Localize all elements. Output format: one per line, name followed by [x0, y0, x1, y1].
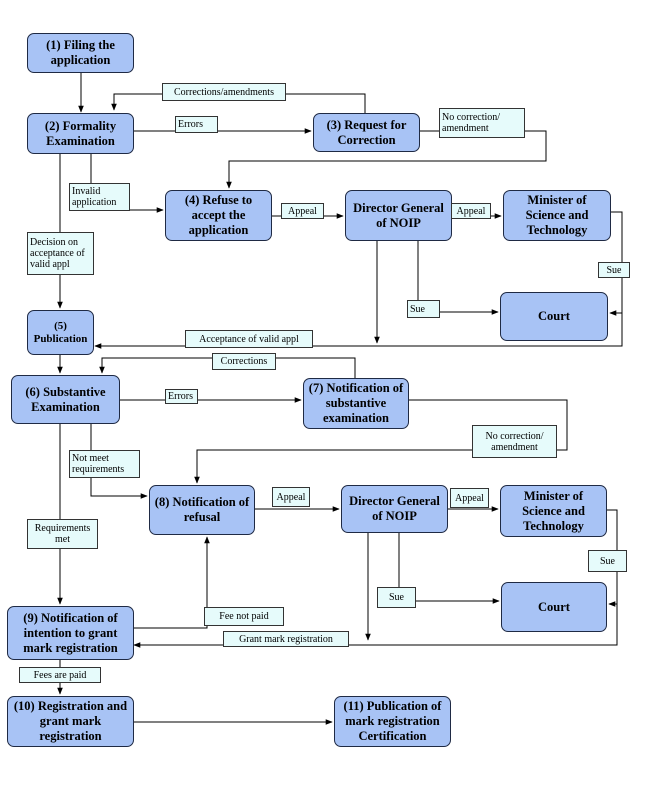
node-refuse-accept: (4) Refuse to accept the application: [165, 190, 272, 241]
edge-notification7-to-refusal: [194, 399, 568, 484]
label-grant-mark-registration: Grant mark registration: [223, 631, 349, 647]
label-acceptance-valid: Acceptance of valid appl: [185, 330, 313, 348]
label-requirements-met: Requirements met: [27, 519, 98, 549]
label-decision-acceptance: Decision on acceptance of valid appl: [27, 232, 94, 275]
label-sue-3: Sue: [588, 550, 627, 572]
label-sue-1: Sue: [598, 262, 630, 278]
label-fee-not-paid: Fee not paid: [204, 607, 284, 626]
edge-intention-to-refusal: [134, 536, 210, 629]
label-sue-2: Sue: [407, 300, 440, 318]
label-not-meet-requirements: Not meet requirements: [69, 450, 140, 478]
node-publication-certification: (11) Publication of mark registration Ce…: [334, 696, 451, 747]
label-appeal-1: Appeal: [281, 203, 324, 219]
edge-substantive-to-refusal: [90, 424, 148, 499]
label-invalid-application: Invalid application: [69, 183, 130, 211]
label-appeal-3: Appeal: [272, 487, 310, 507]
node-intention-grant: (9) Notification of intention to grant m…: [7, 606, 134, 660]
node-notification-refusal: (8) Notification of refusal: [149, 485, 255, 535]
node-request-correction: (3) Request for Correction: [313, 113, 420, 152]
node-substantive-examination: (6) Substantive Examination: [11, 375, 120, 424]
node-minister-2: Minister of Science and Technology: [500, 485, 607, 537]
label-errors-2: Errors: [165, 389, 198, 404]
label-corrections: Corrections: [212, 353, 276, 370]
label-fees-paid: Fees are paid: [19, 667, 101, 683]
label-appeal-4: Appeal: [450, 488, 489, 508]
label-sue-4: Sue: [377, 587, 416, 608]
node-director-general-2: Director General of NOIP: [341, 485, 448, 533]
label-appeal-2: Appeal: [451, 203, 491, 219]
node-filing-application: (1) Filing the application: [27, 33, 134, 73]
node-publication: (5) Publication: [27, 310, 94, 355]
label-no-correction-1: No correction/ amendment: [439, 108, 525, 138]
node-director-general-1: Director General of NOIP: [345, 190, 452, 241]
node-formality-examination: (2) Formality Examination: [27, 113, 134, 154]
node-court-1: Court: [500, 292, 608, 341]
node-notification-substantive: (7) Notification of substantive examinat…: [303, 378, 409, 429]
node-court-2: Court: [501, 582, 607, 632]
label-errors-1: Errors: [175, 116, 218, 133]
label-no-correction-2: No correction/ amendment: [472, 425, 557, 458]
node-minister-1: Minister of Science and Technology: [503, 190, 611, 241]
label-corrections-amendments: Corrections/amendments: [162, 83, 286, 101]
node-registration: (10) Registration and grant mark registr…: [7, 696, 134, 747]
